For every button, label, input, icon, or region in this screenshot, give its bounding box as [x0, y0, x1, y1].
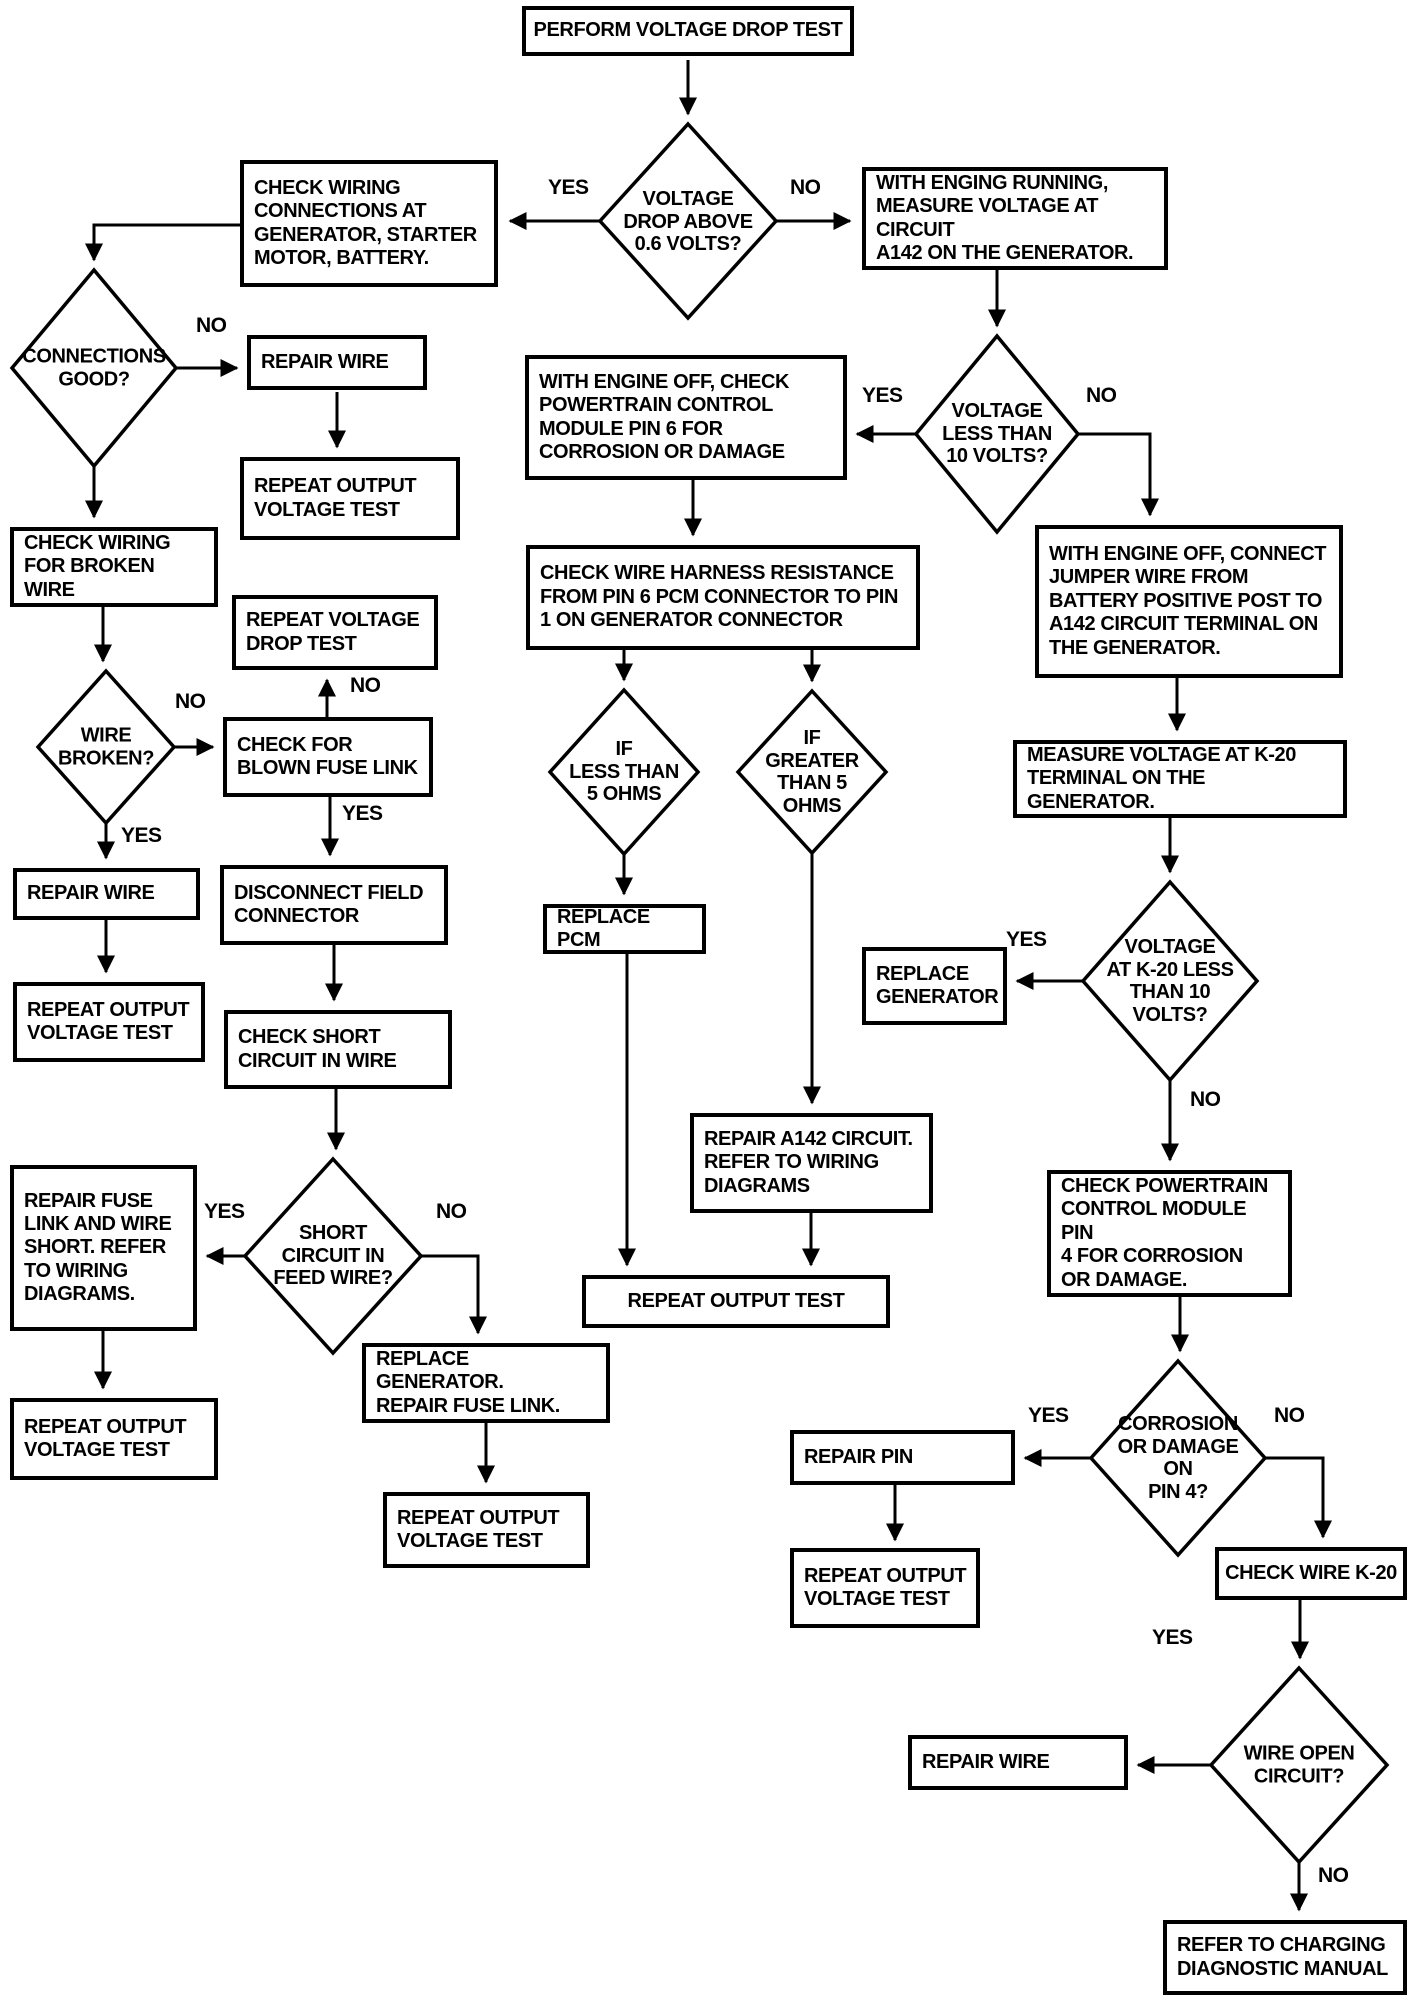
decision-voltage-less-10-label: VOLTAGE LESS THAN 10 VOLTS?	[942, 400, 1052, 468]
decision-voltage-drop-shape	[597, 121, 779, 321]
node-repeat-output-voltage-test-5: REPEAT OUTPUT VOLTAGE TEST	[790, 1548, 980, 1628]
node-replace-pcm: REPLACE PCM	[543, 904, 706, 954]
node-jumper-wire-battery-a142: WITH ENGINE OFF, CONNECT JUMPER WIRE FRO…	[1035, 525, 1343, 678]
decision-voltage-less-10-shape	[913, 333, 1081, 535]
node-refer-charging-manual: REFER TO CHARGING DIAGNOSTIC MANUAL	[1163, 1920, 1407, 1995]
node-perform-voltage-drop-test: PERFORM VOLTAGE DROP TEST	[522, 6, 854, 56]
node-repeat-output-voltage-test-2: REPEAT OUTPUT VOLTAGE TEST	[13, 982, 205, 1062]
decision-short-feed-shape	[242, 1156, 424, 1356]
edge-label-no: NO	[1274, 1404, 1305, 1427]
decision-connections-good-label: CONNECTIONS GOOD?	[22, 345, 166, 390]
decision-short-feed-label: SHORT CIRCUIT IN FEED WIRE?	[273, 1222, 393, 1290]
decision-corrosion-pin4-shape	[1088, 1358, 1268, 1558]
decision-wire-broken-shape	[35, 668, 177, 826]
decision-less-5-ohms-label: IF LESS THAN 5 OHMS	[569, 738, 679, 806]
edge-label-no: NO	[175, 690, 206, 713]
edge-label-yes: YES	[1152, 1626, 1193, 1649]
edge-label-no: NO	[196, 314, 227, 337]
edge-label-yes: YES	[548, 176, 589, 199]
edge-label-yes: YES	[121, 824, 162, 847]
node-repair-wire-2: REPAIR WIRE	[13, 868, 200, 920]
edge-label-yes: YES	[1006, 928, 1047, 951]
node-repair-a142-circuit: REPAIR A142 CIRCUIT. REFER TO WIRING DIA…	[690, 1113, 933, 1213]
edge-label-no: NO	[790, 176, 821, 199]
node-check-blown-fuse-link: CHECK FOR BLOWN FUSE LINK	[223, 717, 433, 797]
decision-wire-open-label: WIRE OPEN CIRCUIT?	[1243, 1742, 1355, 1787]
edge-label-yes: YES	[1028, 1404, 1069, 1427]
decision-k20-less-10-shape	[1080, 879, 1260, 1083]
decision-k20-less-10-label: VOLTAGE AT K-20 LESS THAN 10 VOLTS?	[1106, 935, 1234, 1026]
connector	[421, 1254, 487, 1335]
node-check-wire-harness-resistance: CHECK WIRE HARNESS RESISTANCE FROM PIN 6…	[526, 545, 920, 650]
edge-label-yes: YES	[862, 384, 903, 407]
decision-corrosion-pin4-label: CORROSION OR DAMAGE ON PIN 4?	[1117, 1412, 1239, 1503]
decision-voltage-drop-label: VOLTAGE DROP ABOVE 0.6 VOLTS?	[623, 188, 753, 256]
node-measure-voltage-k20: MEASURE VOLTAGE AT K-20 TERMINAL ON THE …	[1013, 740, 1347, 818]
node-engine-running-measure-a142: WITH ENGING RUNNING, MEASURE VOLTAGE AT …	[862, 167, 1168, 270]
node-check-pcm-pin6: WITH ENGINE OFF, CHECK POWERTRAIN CONTRO…	[525, 355, 847, 480]
node-repair-pin: REPAIR PIN	[790, 1430, 1015, 1485]
edge-label-yes: YES	[204, 1200, 245, 1223]
decision-wire-broken-label: WIRE BROKEN?	[57, 724, 155, 769]
node-repeat-output-voltage-test-4: REPEAT OUTPUT VOLTAGE TEST	[383, 1492, 590, 1568]
node-repeat-voltage-drop-test: REPEAT VOLTAGE DROP TEST	[232, 595, 438, 670]
edge-label-no: NO	[1086, 384, 1117, 407]
connector	[1265, 1456, 1332, 1539]
decision-wire-open-shape	[1208, 1665, 1390, 1865]
node-replace-generator-repair-fuse: REPLACE GENERATOR. REPAIR FUSE LINK.	[362, 1343, 610, 1423]
node-repeat-output-voltage-test-1: REPEAT OUTPUT VOLTAGE TEST	[240, 457, 460, 540]
decision-greater-5-ohms-shape	[735, 688, 889, 856]
node-check-wiring-broken-wire: CHECK WIRING FOR BROKEN WIRE	[10, 527, 218, 607]
decision-less-5-ohms-shape	[547, 687, 701, 857]
node-repeat-output-test: REPEAT OUTPUT TEST	[582, 1275, 890, 1328]
node-replace-generator: REPLACE GENERATOR	[862, 947, 1007, 1025]
node-repair-fuse-link-wire-short: REPAIR FUSE LINK AND WIRE SHORT. REFER T…	[10, 1165, 197, 1331]
edge-label-yes: YES	[342, 802, 383, 825]
node-disconnect-field-connector: DISCONNECT FIELD CONNECTOR	[220, 865, 448, 945]
decision-greater-5-ohms-label: IF GREATER THAN 5 OHMS	[765, 726, 859, 817]
connector	[1078, 432, 1159, 517]
connector	[85, 223, 240, 262]
node-check-pcm-pin4: CHECK POWERTRAIN CONTROL MODULE PIN 4 FO…	[1047, 1170, 1292, 1297]
edge-label-no: NO	[1318, 1864, 1349, 1887]
node-check-wiring-connections: CHECK WIRING CONNECTIONS AT GENERATOR, S…	[240, 160, 498, 287]
node-repair-wire-1: REPAIR WIRE	[247, 335, 427, 390]
decision-connections-good-shape	[9, 267, 179, 469]
edge-label-no: NO	[350, 674, 381, 697]
node-check-wire-k20: CHECK WIRE K-20	[1215, 1547, 1407, 1600]
node-repeat-output-voltage-test-3: REPEAT OUTPUT VOLTAGE TEST	[10, 1398, 218, 1480]
node-check-short-circuit-wire: CHECK SHORT CIRCUIT IN WIRE	[224, 1010, 452, 1089]
node-repair-wire-3: REPAIR WIRE	[908, 1735, 1128, 1790]
edge-label-no: NO	[1190, 1088, 1221, 1111]
edge-label-no: NO	[436, 1200, 467, 1223]
